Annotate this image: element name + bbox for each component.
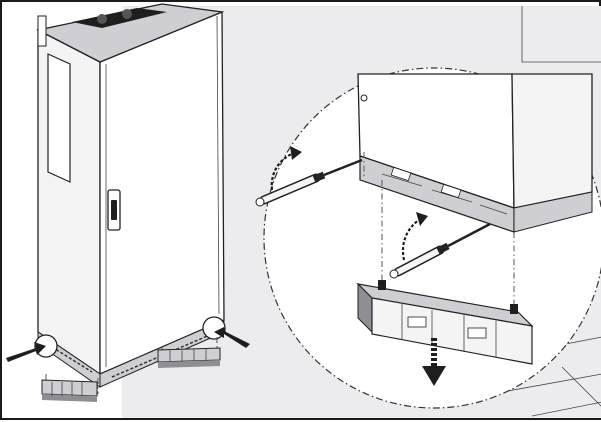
down-arrow-icon — [422, 338, 446, 386]
screwdriver-icon — [389, 222, 491, 279]
removed-plinth-left — [41, 379, 98, 402]
cabinet-illustration — [6, 3, 250, 402]
rotation-arrow-icon — [401, 212, 428, 261]
detail-magnifier-circle — [263, 67, 601, 409]
removed-front-plinth — [356, 280, 534, 365]
removed-plinth-right — [157, 347, 221, 368]
rotation-arrow-icon — [270, 146, 302, 191]
screwdriver-icon — [255, 158, 363, 207]
